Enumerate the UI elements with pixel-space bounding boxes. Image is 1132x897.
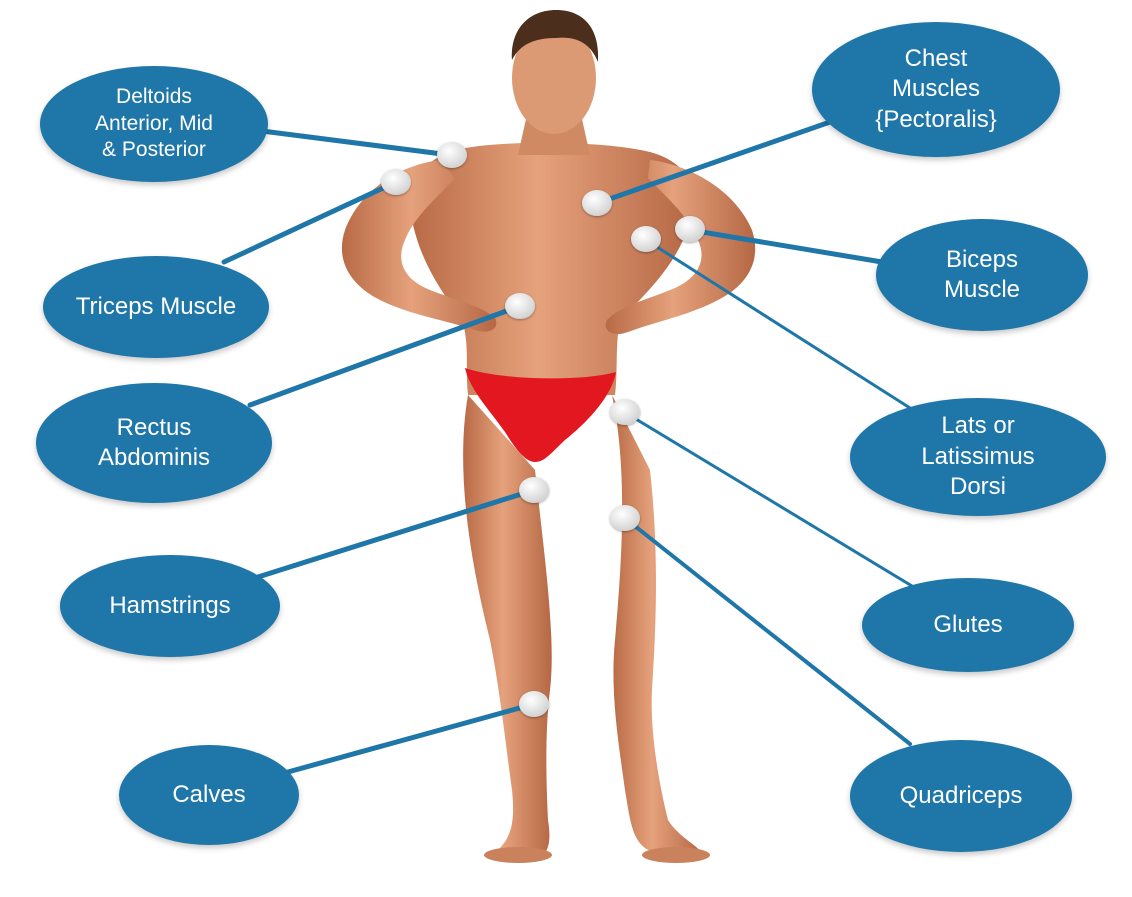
- hair: [511, 10, 599, 62]
- connector-hamstrings: [255, 487, 537, 580]
- calves-label: Calves: [172, 780, 246, 808]
- biceps-label: Biceps Muscle: [943, 245, 1021, 303]
- marker-rectus: [505, 293, 535, 319]
- marker-lats: [631, 226, 661, 252]
- marker-quadriceps: [610, 505, 640, 531]
- left-leg: [463, 395, 552, 861]
- left-arm: [341, 160, 497, 332]
- connector-chest: [595, 119, 833, 206]
- quadriceps-label: Quadriceps: [899, 781, 1023, 809]
- biceps-label-bubble: Biceps Muscle: [876, 219, 1088, 331]
- connector-lats: [644, 238, 912, 410]
- connector-biceps: [687, 227, 885, 265]
- connector-glutes: [624, 411, 914, 588]
- right-arm: [605, 160, 756, 335]
- rectus-abdominis-label-bubble: Rectus Abdominis: [36, 383, 272, 503]
- connector-deltoids: [259, 128, 453, 158]
- lats-label-bubble: Lats or Latissimus Dorsi: [850, 398, 1106, 516]
- triceps-label-bubble: Triceps Muscle: [43, 256, 269, 358]
- marker-triceps: [381, 169, 411, 195]
- glutes-label-bubble: Glutes: [862, 578, 1074, 672]
- deltoids-label: Deltoids Anterior, Mid & Posterior: [95, 85, 213, 162]
- chest-label-bubble: Chest Muscles {Pectoralis}: [812, 22, 1060, 157]
- marker-calves: [519, 691, 549, 717]
- connector-triceps: [221, 179, 399, 265]
- connector-lines: [221, 119, 914, 775]
- triceps-label: Triceps Muscle: [75, 292, 237, 320]
- quadriceps-label-bubble: Quadriceps: [850, 740, 1072, 852]
- rectus-abdominis-label: Rectus Abdominis: [97, 413, 211, 471]
- marker-biceps: [675, 216, 705, 242]
- connector-rectus: [247, 303, 523, 408]
- head: [512, 22, 596, 134]
- lats-label: Lats or Latissimus Dorsi: [921, 412, 1035, 501]
- right-foot: [642, 847, 710, 863]
- marker-hamstrings: [519, 477, 549, 503]
- marker-glutes: [610, 399, 640, 425]
- body-silhouette: [341, 10, 756, 863]
- marker-chest: [582, 190, 612, 216]
- chest-label: Chest Muscles {Pectoralis}: [875, 44, 997, 133]
- hamstrings-label: Hamstrings: [109, 591, 231, 619]
- connector-quadriceps: [624, 517, 912, 746]
- left-foot: [484, 847, 552, 863]
- hamstrings-label-bubble: Hamstrings: [60, 555, 280, 657]
- right-leg: [612, 395, 702, 859]
- deltoids-label-bubble: Deltoids Anterior, Mid & Posterior: [40, 66, 268, 182]
- torso: [410, 142, 693, 395]
- glutes-label: Glutes: [933, 610, 1003, 638]
- connector-calves: [285, 701, 537, 775]
- marker-deltoids: [437, 142, 467, 168]
- marker-dots: [381, 142, 705, 717]
- calves-label-bubble: Calves: [119, 745, 299, 845]
- briefs: [465, 368, 616, 462]
